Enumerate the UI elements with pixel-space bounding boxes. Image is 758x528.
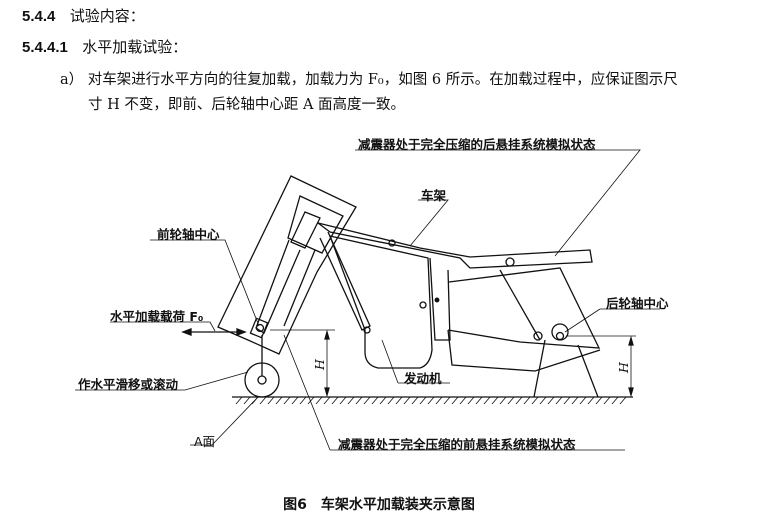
front-fork-left — [255, 239, 301, 334]
engine-outline — [328, 235, 433, 369]
label-front-suspension: 减震器处于完全压缩的前悬挂系统模拟状态 — [338, 437, 576, 452]
leader-lines — [75, 149, 660, 451]
label-horizontal-load: 水平加载载荷 F₀ — [110, 309, 204, 324]
rear-shock — [499, 269, 541, 341]
item-a-line2: 寸 H 不变，即前、后轮轴中心距 A 面高度一致。 — [88, 97, 406, 113]
rear-shock-bottom-mount — [533, 331, 543, 341]
label-front-axle: 前轮轴中心 — [157, 227, 220, 242]
label-rear-suspension: 减震器处于完全压缩的后悬挂系统模拟状态 — [358, 137, 596, 152]
label-dim-h-rear: H — [615, 362, 631, 373]
front-fork-right — [283, 249, 316, 327]
item-marker: a） — [60, 72, 84, 88]
label-rear-axle: 后轮轴中心 — [606, 296, 669, 311]
rear-swingarm — [447, 329, 601, 372]
dim-h-rear-arrows — [628, 335, 634, 398]
label-dim-h-front: H — [311, 359, 327, 370]
front-axle-block — [249, 317, 269, 339]
item-text: 对车架进行水平方向的往复加载，加载力为 F₀，如图 6 所示。在加载过程中，应保… — [87, 72, 678, 88]
front-axle-center — [255, 323, 265, 333]
section-number: 5.4.4 — [22, 8, 56, 25]
subsection-heading: 5.4.4.1 水平加载试验： — [22, 36, 187, 57]
label-slide-roll: 作水平滑移或滚动 — [78, 377, 179, 392]
load-arrowheads — [181, 328, 247, 336]
section-title: 试验内容： — [69, 7, 145, 25]
label-surface-a: A面 — [194, 434, 216, 449]
subsection-title: 水平加载试验： — [82, 38, 188, 56]
frame-pivot — [388, 239, 396, 247]
engine-mount — [419, 301, 427, 309]
frame-top-tube — [317, 222, 593, 269]
rear-shock-top-mount — [505, 257, 515, 267]
dim-h-front-arrows — [324, 329, 330, 398]
figure-caption: 图6 车架水平加载装夹示意图 — [283, 497, 475, 513]
front-wheel-hub — [257, 375, 267, 385]
ground-hatching — [235, 396, 627, 405]
rear-subframe — [447, 267, 601, 349]
subsection-number: 5.4.4.1 — [22, 39, 68, 56]
front-fixture-slot — [290, 211, 321, 249]
section-heading: 5.4.4 试验内容： — [22, 5, 145, 26]
rear-axle-center — [555, 331, 565, 341]
engine-mount-front — [363, 326, 371, 334]
item-a-line1: a） 对车架进行水平方向的往复加载，加载力为 F₀，如图 6 所示。在加载过程中… — [60, 68, 678, 89]
frame-dot — [434, 297, 440, 303]
rear-support-legs — [533, 339, 599, 398]
label-frame: 车架 — [421, 188, 447, 203]
label-engine: 发动机 — [404, 371, 442, 386]
front-fixture-inner — [287, 195, 344, 254]
frame-down-tube — [429, 257, 451, 341]
front-strut — [319, 231, 371, 331]
front-fixture-outer — [217, 175, 357, 355]
